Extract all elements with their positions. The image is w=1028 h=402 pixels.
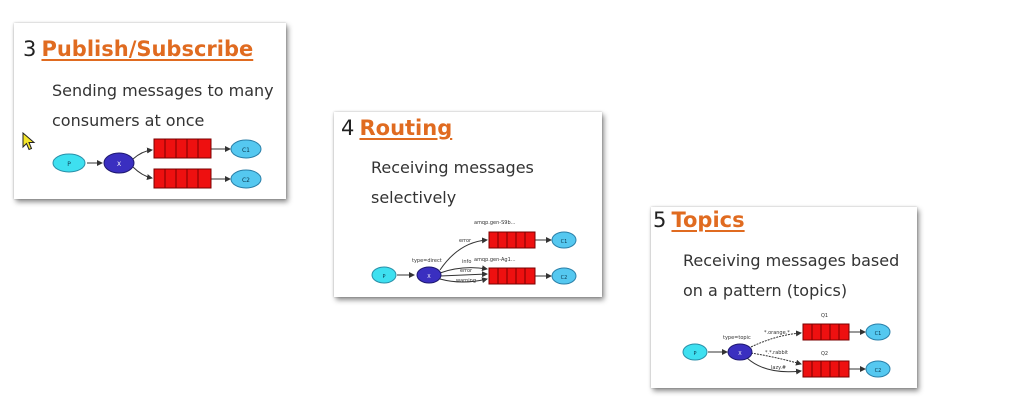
- queue-1: [488, 231, 536, 249]
- producer-label: P: [693, 351, 696, 357]
- tutorial-card-publish-subscribe: 3 Publish/Subscribe Sending messages to …: [14, 23, 286, 199]
- consumer-node: [865, 323, 891, 341]
- queue-name-label: Q2: [821, 351, 828, 357]
- exchange-label: X: [427, 274, 431, 280]
- consumer-node: [230, 139, 262, 159]
- description-line: Receiving messages based: [683, 251, 900, 270]
- consumer-label: C2: [875, 368, 882, 374]
- card-heading: 3 Publish/Subscribe: [23, 37, 253, 61]
- binding-label: lazy.#: [771, 365, 786, 371]
- queue-name-label: amqp.gen-Ag1...: [474, 257, 516, 263]
- card-description: Receiving messages selectively: [371, 153, 534, 213]
- producer-label: P: [67, 161, 71, 168]
- mouse-pointer-icon: [22, 132, 36, 151]
- publish-subscribe-diagram: P X C1 C2: [52, 138, 262, 189]
- exchange-node: [416, 266, 442, 284]
- consumer-label: C2: [242, 177, 250, 184]
- description-line: on a pattern (topics): [683, 281, 848, 300]
- binding-label: *.orange.*: [764, 330, 790, 336]
- queue-2: [802, 360, 850, 378]
- binding-label: warning: [456, 278, 476, 284]
- consumer-node: [551, 267, 577, 285]
- consumer-node: [230, 169, 262, 189]
- producer-label: P: [382, 274, 385, 280]
- description-line: consumers at once: [52, 111, 205, 130]
- description-line: Sending messages to many: [52, 81, 274, 100]
- queue-1: [802, 323, 850, 341]
- producer-node: [371, 266, 397, 284]
- consumer-label: C1: [242, 147, 250, 154]
- binding-label: *.*.rabbit: [765, 350, 788, 356]
- card-number: 4: [341, 116, 355, 140]
- tutorial-card-routing: 4 Routing Receiving messages selectively…: [334, 112, 602, 297]
- exchange-label: X: [738, 351, 742, 357]
- producer-node: [682, 343, 708, 361]
- exchange-node: [103, 152, 135, 174]
- topics-diagram: Q1 Q2 type=topic *.orange.* *.*.rabbit l…: [682, 313, 891, 378]
- exchange-label: X: [117, 161, 121, 168]
- card-heading: 5 Topics: [653, 208, 745, 232]
- binding-label: error: [459, 238, 472, 244]
- queue-1: [153, 138, 212, 159]
- publish-subscribe-link[interactable]: Publish/Subscribe: [41, 37, 254, 61]
- routing-link[interactable]: Routing: [359, 116, 453, 140]
- card-number: 5: [653, 208, 667, 232]
- consumer-label: C1: [875, 331, 882, 337]
- routing-diagram: amqp.gen-S9b... amqp.gen-Ag1... type=dir…: [371, 220, 577, 285]
- queue-name-label: amqp.gen-S9b...: [474, 220, 516, 226]
- consumer-node: [865, 360, 891, 378]
- exchange-node: [727, 343, 753, 361]
- binding-label: error: [460, 268, 473, 274]
- queue-2: [488, 267, 536, 285]
- card-heading: 4 Routing: [341, 116, 452, 140]
- consumer-node: [551, 231, 577, 249]
- queue-name-label: Q1: [821, 313, 828, 319]
- card-description: Sending messages to many consumers at on…: [52, 76, 274, 136]
- consumer-label: C2: [561, 275, 568, 281]
- binding-label: info: [462, 259, 471, 265]
- description-line: selectively: [371, 188, 457, 207]
- card-number: 3: [23, 37, 37, 61]
- topics-link[interactable]: Topics: [671, 208, 745, 232]
- producer-node: [52, 153, 86, 173]
- consumer-label: C1: [561, 239, 568, 245]
- exchange-type-label: type=topic: [723, 335, 751, 341]
- exchange-type-label: type=direct: [412, 258, 442, 264]
- description-line: Receiving messages: [371, 158, 534, 177]
- queue-2: [153, 168, 212, 189]
- card-description: Receiving messages based on a pattern (t…: [683, 246, 899, 306]
- tutorial-card-topics: 5 Topics Receiving messages based on a p…: [651, 207, 917, 388]
